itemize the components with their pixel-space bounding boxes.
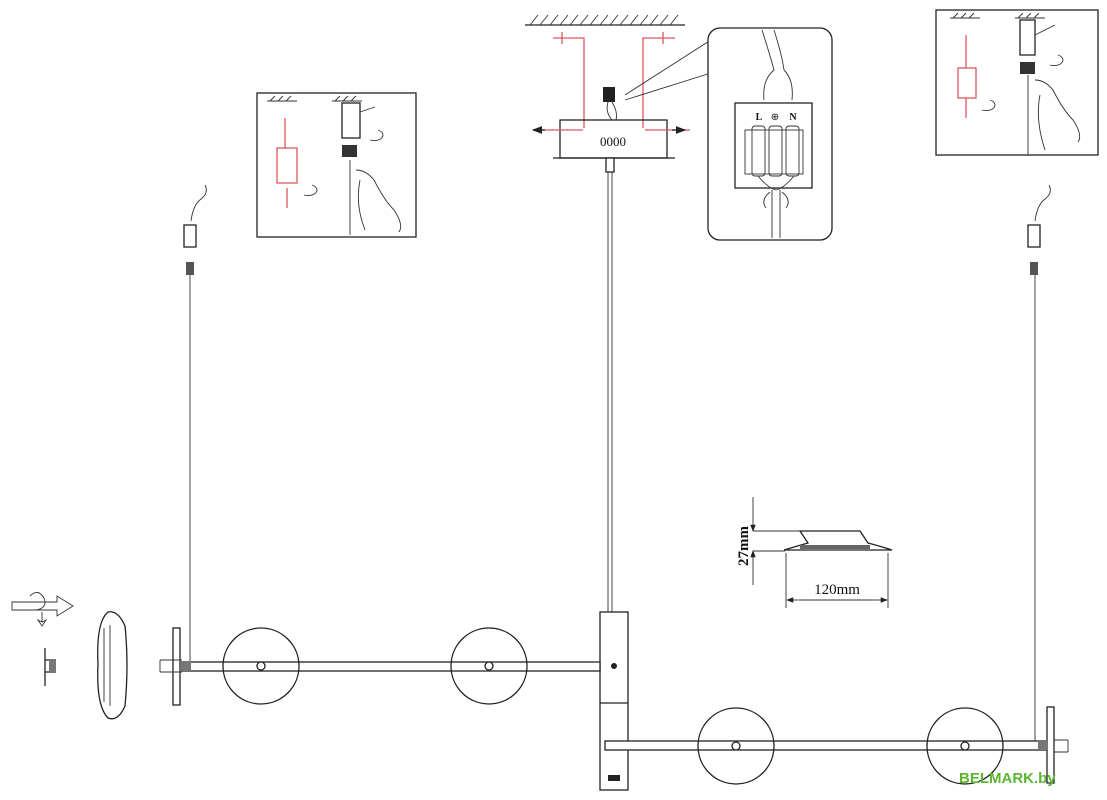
wire-connector (603, 87, 615, 102)
direction-arrow-icon (11, 592, 74, 627)
suspension-right (1027, 184, 1051, 741)
terminal-label-earth: ⊕ (771, 112, 779, 123)
disc-light (926, 707, 1004, 785)
watermark-logo: BELMARK.by (959, 770, 1056, 787)
cap-icon (97, 611, 128, 720)
height-dimension-label: 27mm (736, 526, 752, 566)
dimension-drawing: 27mm 120mm (736, 497, 893, 608)
ceiling-hatch (529, 14, 679, 26)
canopy-label: 0000 (600, 134, 626, 149)
terminal-block-callout: L ⊕ N (707, 27, 833, 241)
fixture-body (159, 611, 1069, 791)
terminal-label-l: L (756, 112, 763, 123)
arm-left (181, 661, 601, 672)
terminal-label-n: N (789, 112, 797, 123)
mounting-bracket-right (642, 37, 675, 128)
cable-adjust-inset-right (935, 9, 1099, 156)
ceiling-mount-detail: 0000 (525, 14, 715, 159)
mounting-bracket-left (553, 37, 585, 128)
end-plate-left (172, 627, 181, 706)
suspension-left (183, 184, 207, 664)
arm-right (604, 740, 1051, 751)
disc-light (450, 627, 528, 705)
disc-light (222, 627, 300, 705)
cable-adjust-inset-left (256, 92, 417, 238)
width-dimension-label: 120mm (814, 582, 860, 598)
assembly-icons (11, 592, 128, 720)
suspension-center-cord (605, 157, 615, 612)
disc-light (697, 707, 775, 785)
